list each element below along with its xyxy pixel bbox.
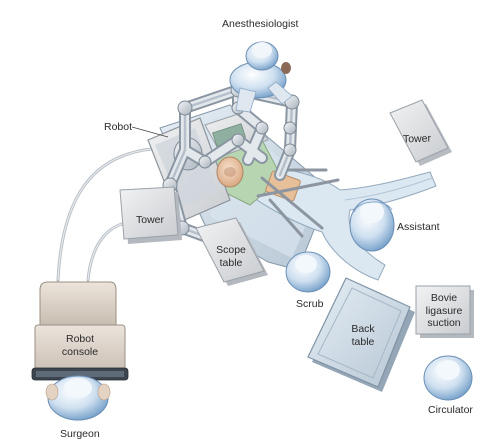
label-scope-table: Scope table xyxy=(206,244,256,269)
label-bovie: Bovie ligasure suction xyxy=(418,292,470,330)
label-robot-console-line1: Robot xyxy=(65,333,95,345)
scrub-figure xyxy=(285,251,331,293)
label-back-table: Back table xyxy=(340,323,386,348)
label-scope-table-line1: Scope xyxy=(216,244,246,256)
robot-console-unit xyxy=(31,281,129,381)
label-anesthesiologist: Anesthesiologist xyxy=(222,18,299,30)
back-table xyxy=(307,277,415,392)
label-tower-right: Tower xyxy=(402,132,432,146)
tower-right xyxy=(389,99,452,166)
label-scrub: Scrub xyxy=(296,298,324,310)
label-back-table-line2: table xyxy=(351,335,375,348)
robot-leader-line xyxy=(131,126,169,138)
label-back-table-line1: Back xyxy=(351,323,375,335)
assistant-figure xyxy=(349,198,395,252)
scope-table xyxy=(195,217,268,286)
label-circulator: Circulator xyxy=(428,404,473,416)
label-scope-table-line2: table xyxy=(219,256,243,269)
label-assistant: Assistant xyxy=(397,221,440,233)
label-robot: Robot xyxy=(104,121,133,133)
anesthesiologist-figure xyxy=(229,41,293,113)
circulator-figure xyxy=(423,355,473,401)
label-robot-console: Robot console xyxy=(48,333,112,358)
label-bovie-line1: Bovie xyxy=(430,292,458,304)
label-bovie-line2: ligasure xyxy=(425,304,463,317)
patient-head xyxy=(216,156,244,188)
bovie-unit xyxy=(415,285,474,338)
label-surgeon: Surgeon xyxy=(60,428,100,440)
surgeon-figure xyxy=(45,375,111,421)
tower-left xyxy=(119,186,182,244)
label-bovie-line3: suction xyxy=(427,317,461,329)
label-robot-console-line2: console xyxy=(61,345,99,358)
label-tower-left: Tower xyxy=(135,214,164,226)
